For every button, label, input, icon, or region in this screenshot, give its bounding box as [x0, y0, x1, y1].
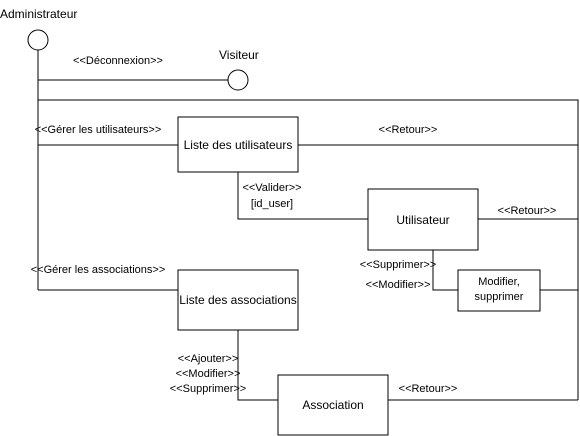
user-return-edge-label: <<Retour>>	[498, 205, 557, 217]
delete-assoc-edge-label: <<Supprimer>>	[170, 383, 246, 395]
user-label: Utilisateur	[396, 213, 449, 227]
delete-user-edge-label: <<Supprimer>>	[360, 259, 436, 271]
user-list-label: Liste des utilisateurs	[184, 138, 293, 152]
id-user-edge-label: [id_user]	[251, 198, 293, 210]
assoc-return-edge-label: <<Retour>>	[399, 383, 458, 395]
administrator-node[interactable]	[27, 29, 49, 51]
association-label: Association	[302, 398, 363, 412]
modify-user-edge-label: <<Modifier>>	[366, 279, 431, 291]
modify-delete-label-line1: Modifier,	[478, 276, 520, 288]
modify-assoc-edge-label: <<Modifier>>	[176, 368, 241, 380]
logout-edge-label: <<Déconnexion>>	[73, 55, 163, 67]
manage-users-edge-label: <<Gérer les utilisateurs>>	[35, 124, 162, 136]
visitor-node[interactable]	[227, 69, 249, 91]
validate-line	[237, 172, 368, 220]
assoc-actions-line	[237, 330, 278, 401]
modify-delete-label-line2: supprimer	[475, 291, 524, 303]
return-frame-line	[38, 99, 579, 400]
association-box[interactable]	[277, 374, 389, 436]
assoc-list-box[interactable]	[177, 269, 299, 331]
administrator-label: Administrateur	[0, 7, 77, 21]
visitor-label: Visiteur	[219, 48, 259, 62]
validate-edge-label: <<Valider>>	[242, 182, 301, 194]
user-list-return-edge-label: <<Retour>>	[379, 124, 438, 136]
assoc-list-label: Liste des associations	[179, 293, 296, 307]
modify-delete-box[interactable]	[457, 269, 541, 312]
user-box[interactable]	[367, 188, 479, 251]
modify-user-line	[432, 250, 458, 291]
manage-assocs-edge-label: <<Gérer les associations>>	[31, 264, 166, 276]
add-edge-label: <<Ajouter>>	[178, 353, 239, 365]
user-list-box[interactable]	[177, 116, 299, 173]
